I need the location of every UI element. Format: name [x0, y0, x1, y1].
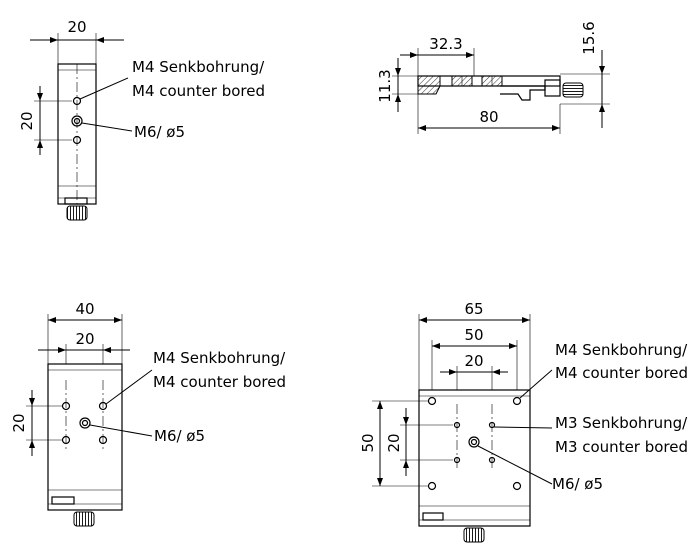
height-outer-label: 50: [359, 433, 377, 452]
m4-hole-br: [98, 435, 108, 445]
m4-label-en: M4 counter bored: [132, 82, 265, 100]
outer-width-label: 40: [75, 300, 94, 318]
adjust-knob-40-icon: [73, 511, 95, 527]
m3-hole-br: [488, 456, 496, 464]
dim-length-label: 80: [479, 108, 498, 126]
side-end-block: [544, 79, 561, 97]
m6-label-40: M6/ ø5: [154, 427, 205, 445]
dim-height-right-label: 15.6: [580, 21, 598, 54]
adjust-knob-icon: [66, 205, 88, 221]
m3-label-en: M3 counter bored: [555, 438, 688, 456]
m4-hole-65-tr: [512, 396, 522, 406]
m4-label-40-en: M4 counter bored: [153, 373, 286, 391]
m4-label-65-en: M4 counter bored: [555, 364, 688, 382]
view-side: 32.3 15.6 11.3 80: [376, 21, 610, 134]
m6-label: M6/ ø5: [134, 123, 185, 141]
label-plate-65: [422, 512, 444, 521]
block-body-65: [418, 389, 531, 527]
m4-label-65-de: M4 Senkbohrung/: [555, 341, 688, 359]
m4-hole-65-bl: [427, 481, 437, 491]
m6-hole-40: [79, 417, 91, 429]
m6-hole: [71, 115, 83, 127]
m3-hole-tl: [453, 421, 461, 429]
spacing-dim-40-label: 20: [10, 413, 28, 432]
m3-hole-bl: [453, 456, 461, 464]
m4-hole-65-tl: [427, 396, 437, 406]
m4-hole-top: [72, 96, 82, 106]
adjust-knob-65-icon: [463, 527, 485, 543]
view-bottom-left: 40 20 20 M4 Senkbohrun: [10, 300, 286, 527]
mid-width-label: 50: [464, 326, 483, 344]
label-plate: [64, 197, 88, 205]
m4-hole-bottom: [72, 135, 82, 145]
m6-label-65: M6/ ø5: [552, 475, 603, 493]
m4-label-40-de: M4 Senkbohrung/: [153, 349, 286, 367]
m4-hole-bl: [61, 435, 71, 445]
m6-hole-65: [468, 436, 480, 448]
m4-hole-65-br: [512, 481, 522, 491]
width-dim-label: 20: [67, 18, 86, 36]
view-top-left: 20 20 M4 Senkbohrung/ M4 counter bored M…: [18, 18, 265, 221]
m3-hole-tr: [488, 421, 496, 429]
outer-width-65-label: 65: [464, 300, 483, 318]
label-plate-40: [51, 496, 75, 505]
view-bottom-right: 65 50 20: [359, 300, 688, 543]
side-knob-icon: [562, 82, 584, 98]
dim-top-label: 32.3: [429, 35, 462, 53]
spacing-dim-label: 20: [18, 111, 36, 130]
m4-label-de: M4 Senkbohrung/: [132, 58, 265, 76]
inner-width-label: 20: [75, 330, 94, 348]
m3-label-de: M3 Senkbohrung/: [555, 414, 688, 432]
height-inner-label: 20: [385, 433, 403, 452]
block-body-40: [47, 363, 123, 511]
dim-height-left-label: 11.3: [376, 69, 394, 102]
inner-width-65-label: 20: [464, 352, 483, 370]
m4-hole-tl: [61, 401, 71, 411]
m4-hole-tr: [98, 401, 108, 411]
